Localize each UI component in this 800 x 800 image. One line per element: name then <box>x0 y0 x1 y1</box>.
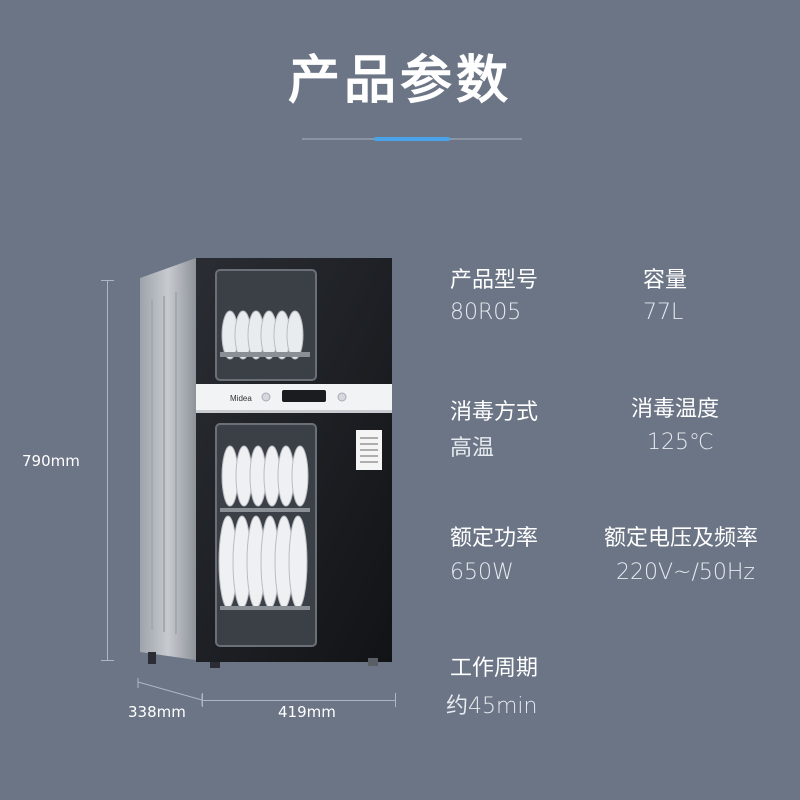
title-accent-bar <box>374 137 450 141</box>
brand-logo-text: Midea <box>230 394 252 403</box>
spec-value-disinfection-method: 高温 <box>450 436 495 461</box>
spec-value-rated-power: 650W <box>450 560 514 585</box>
spec-label-disinfection-method: 消毒方式 <box>450 400 539 425</box>
spec-label-model: 产品型号 <box>450 268 539 293</box>
width-dimension-tick-right <box>395 693 396 707</box>
width-dimension-tick-left <box>202 693 203 707</box>
spec-label-rated-power: 额定功率 <box>450 526 539 551</box>
height-dimension-label: 790mm <box>22 452 80 470</box>
page-title: 产品参数 <box>287 51 512 111</box>
spec-value-capacity: 77L <box>643 300 684 325</box>
spec-label-capacity: 容量 <box>643 268 688 293</box>
disinfection-cabinet-image: Midea <box>140 258 392 668</box>
spec-value-model: 80R05 <box>450 300 522 325</box>
spec-value-disinfection-temperature: 125℃ <box>647 430 714 455</box>
spec-label-disinfection-temperature: 消毒温度 <box>631 397 720 422</box>
width-dimension-line <box>202 700 396 701</box>
spec-value-work-cycle: 约45min <box>446 694 538 719</box>
spec-label-rated-voltage-frequency: 额定电压及频率 <box>604 526 759 551</box>
height-dimension-tick-bottom <box>101 660 114 661</box>
spec-label-work-cycle: 工作周期 <box>450 656 539 681</box>
depth-dimension-label: 338mm <box>128 703 186 721</box>
width-dimension-label: 419mm <box>278 703 336 721</box>
spec-value-rated-voltage-frequency: 220V~/50Hz <box>616 560 755 585</box>
height-dimension-line <box>107 280 108 660</box>
height-dimension-tick-top <box>101 280 114 281</box>
